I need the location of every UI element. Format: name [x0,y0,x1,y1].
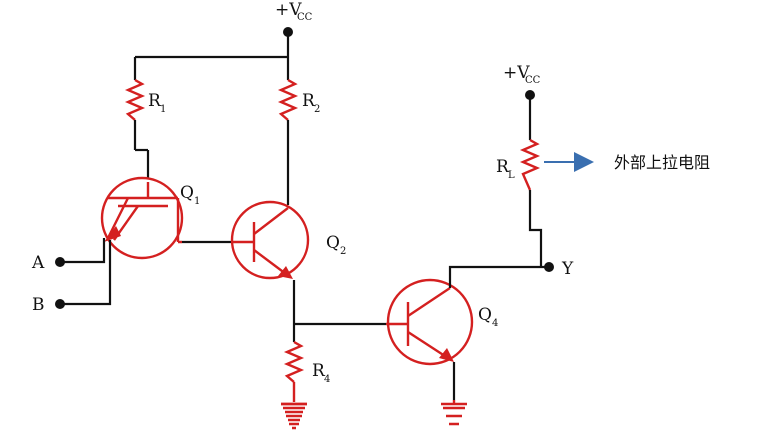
r1-sub: 1 [160,104,166,115]
vcc-bus-wire [133,32,290,80]
transistor-q4: Q 4 [386,278,498,366]
resistor-r1: R 1 [124,78,166,121]
rl-to-output-wire [528,190,543,267]
input-a[interactable]: A [31,253,65,273]
transistor-q1: Q 1 [100,176,200,260]
r2-label: R [302,91,316,111]
transistor-q2: Q 2 [230,200,346,280]
input-a-label: A [31,253,45,273]
rl-label: R [496,157,510,177]
q4-collector-wire [448,265,549,288]
rl-sub: L [508,170,515,181]
resistor-rl: R L [496,138,541,191]
q1-sub: 1 [194,196,200,207]
q1-label: Q [180,183,194,203]
pullup-note: 外部上拉电阻 [614,153,710,172]
r1-label: R [148,91,162,111]
q2-label: Q [326,233,340,253]
resistor-r4: R 4 [283,340,330,385]
ground-symbol-left [281,402,307,430]
r4-label: R [312,361,326,381]
q4-label: Q [478,305,492,325]
q2-sub: 2 [340,246,346,257]
ground-symbol-right [441,402,467,426]
q4-sub: 4 [492,318,498,329]
vcc-main-terminal: +V CC [275,0,313,37]
output-y[interactable]: Y [544,259,574,279]
vcc-right-label: +V [503,63,530,83]
vcc-right-terminal: +V CC [503,63,541,100]
vcc-main-sub: CC [297,12,313,23]
input-b-label: B [32,295,45,315]
r1-to-q1-wire [133,120,150,178]
r4-sub: 4 [324,374,330,385]
output-y-label: Y [561,259,574,279]
vcc-right-sub: CC [525,75,541,86]
resistor-r2: R 2 [277,78,320,121]
vcc-main-label: +V [275,0,302,20]
input-b-wire [60,240,112,306]
input-a-wire [60,238,106,264]
r2-sub: 2 [314,104,320,115]
